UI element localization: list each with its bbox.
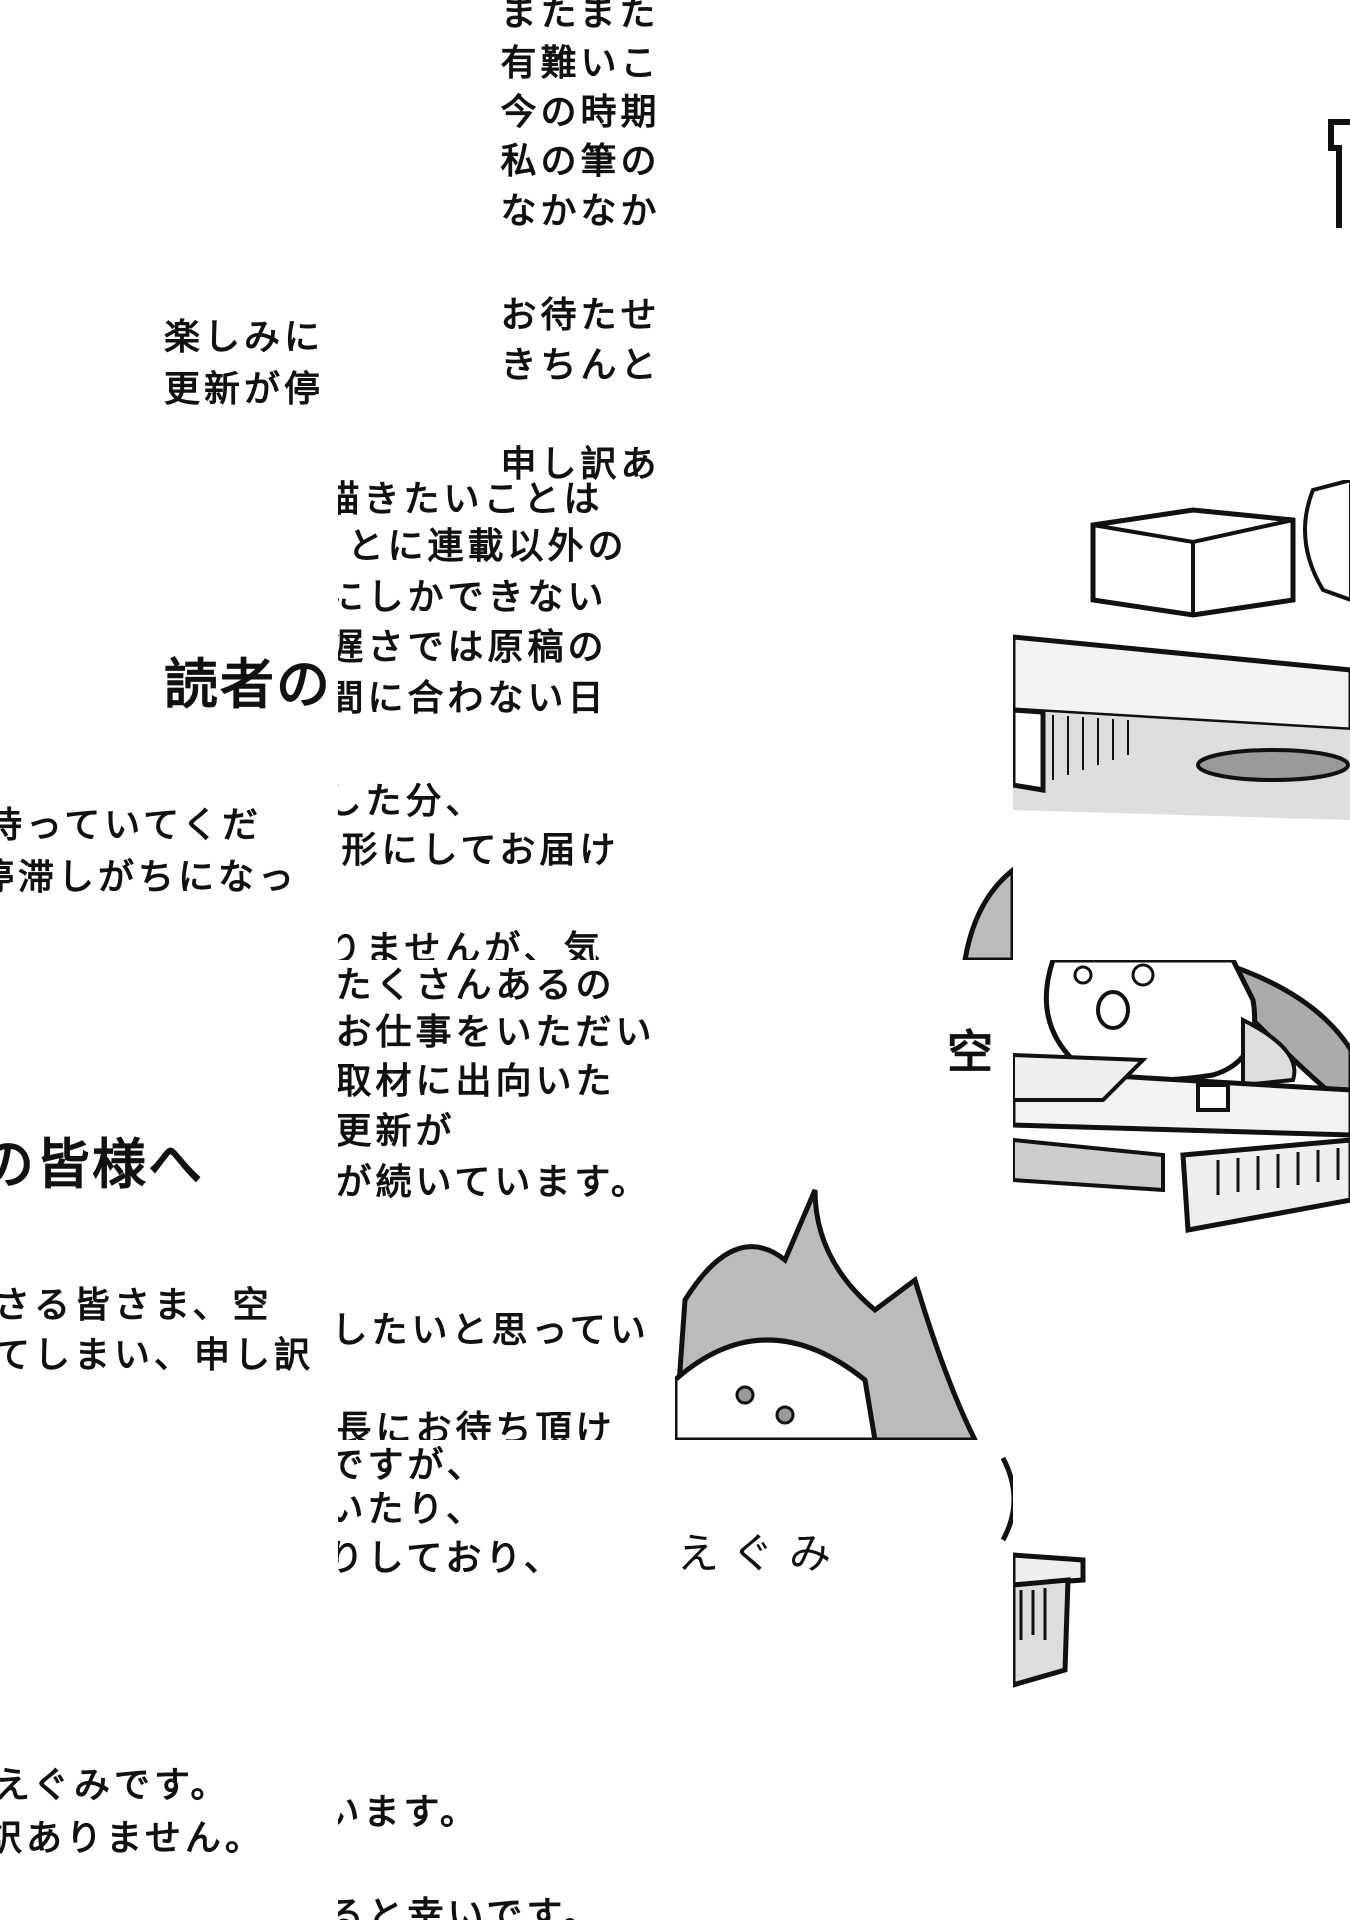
letter-line: したいと思ってい (337, 1310, 650, 1351)
puzzle-tile-r3c1[interactable]: ですが、 いたり、 りしており、 います。 ると幸いです。 (337, 1440, 676, 1920)
letter-line: なかなか (500, 191, 661, 232)
puzzle-tile-r2c0[interactable]: の皆様へ さる皆さま、空 てしまい、申し訳 (0, 960, 338, 1440)
letter-line: ると幸いです。 (337, 1895, 603, 1920)
letter-line: 長にお待ち頂け (337, 1409, 616, 1440)
post-drawing (1327, 119, 1350, 228)
letter-line: とに連載以外の (347, 526, 628, 567)
letter-line: 取材に出向いた (337, 1061, 616, 1102)
puzzle-tile-r3c0[interactable]: えぐみです。 訳ありません。 (0, 1440, 338, 1920)
puzzle-tile-r0c2[interactable] (675, 0, 1013, 480)
letter-line: 形にしてお届け (341, 830, 620, 871)
puzzle-tile-r0c0[interactable]: 楽しみに 更新が停 (0, 0, 338, 480)
letter-line: またまた (500, 0, 660, 34)
letter-line: 描きたいことは (337, 480, 604, 520)
letter-line: 楽しみに (164, 317, 325, 358)
letter-line: 待っていてくだ (0, 805, 263, 846)
letter-line: 間に合わない日 (337, 678, 608, 719)
letter-heading: 空 (947, 1025, 995, 1079)
letter-line: にしかできない (337, 577, 608, 618)
speech-bubble-edge-drawing (1000, 1456, 1013, 1542)
cat-at-desk-drawing (1012, 960, 1350, 1233)
letter-line: います。 (337, 1792, 480, 1833)
letter-line: 私の筆の (500, 141, 661, 182)
letter-line: ですが、 (337, 1445, 487, 1486)
letter-line: 有難いこ (500, 43, 661, 84)
puzzle-tile-r1c2[interactable] (675, 480, 1013, 960)
letter-line: りしており、 (337, 1538, 564, 1579)
letter-line: てしまい、申し訳 (0, 1335, 315, 1376)
puzzle-tile-r2c3[interactable] (1012, 960, 1350, 1440)
puzzle-tile-r1c0[interactable]: 読者の 待っていてくだ 停滞しがちになっ (0, 480, 338, 960)
letter-line: が続いています。 (337, 1162, 651, 1203)
letter-line: お仕事をいただい (337, 1012, 656, 1053)
letter-line: お待たせ (500, 295, 661, 336)
letter-line: した分、 (337, 781, 486, 822)
letter-line: 停滞しがちになっ (0, 857, 299, 898)
puzzle-tile-r0c1[interactable]: またまた 有難いこ 今の時期 私の筆の なかなか お待たせ きちんと 申し訳あ (337, 0, 676, 480)
desk-with-manuscript-drawing (1012, 480, 1350, 820)
letter-line: 今の時期 (500, 92, 661, 133)
letter-heading: の皆様へ (0, 1133, 204, 1196)
letter-line: いたり、 (337, 1489, 487, 1530)
puzzle-tile-r2c1[interactable]: たくさんあるの お仕事をいただい 取材に出向いた 更新が が続いています。 した… (337, 960, 676, 1440)
letter-line: 申し訳あ (500, 444, 661, 480)
letter-line: きちんと (500, 345, 661, 386)
letter-line: 更新が (337, 1111, 456, 1152)
flame-hair-face-drawing (675, 1189, 978, 1440)
puzzle-tile-r3c2[interactable]: えぐみ (675, 1440, 1013, 1920)
signature: えぐみ (677, 1529, 846, 1578)
puzzle-tile-r1c1[interactable]: 描きたいことは とに連載以外の にしかできない 遅さでは原稿の 間に合わない日 … (337, 480, 676, 960)
letter-line: 訳ありません。 (0, 1818, 265, 1859)
letter-line: えぐみです。 (0, 1765, 231, 1806)
puzzle-tile-r0c3[interactable] (1012, 0, 1350, 480)
letter-heading: 読者の (164, 653, 332, 716)
puzzle-tile-r1c3[interactable] (1012, 480, 1350, 960)
letter-line: たくさんあるの (337, 965, 616, 1006)
puzzle-tile-r3c3[interactable] (1012, 1440, 1350, 1920)
letter-line: 遅さでは原稿の (337, 627, 608, 668)
puzzle-tile-r2c2[interactable]: 空 (675, 960, 1013, 1440)
flame-hair-drawing (962, 866, 1013, 960)
letter-line: さる皆さま、空 (0, 1285, 273, 1326)
letter-line: りませんが、気 (337, 929, 604, 960)
letter-line: 更新が停 (164, 369, 325, 410)
desk-corner-drawing (1012, 1552, 1085, 1688)
